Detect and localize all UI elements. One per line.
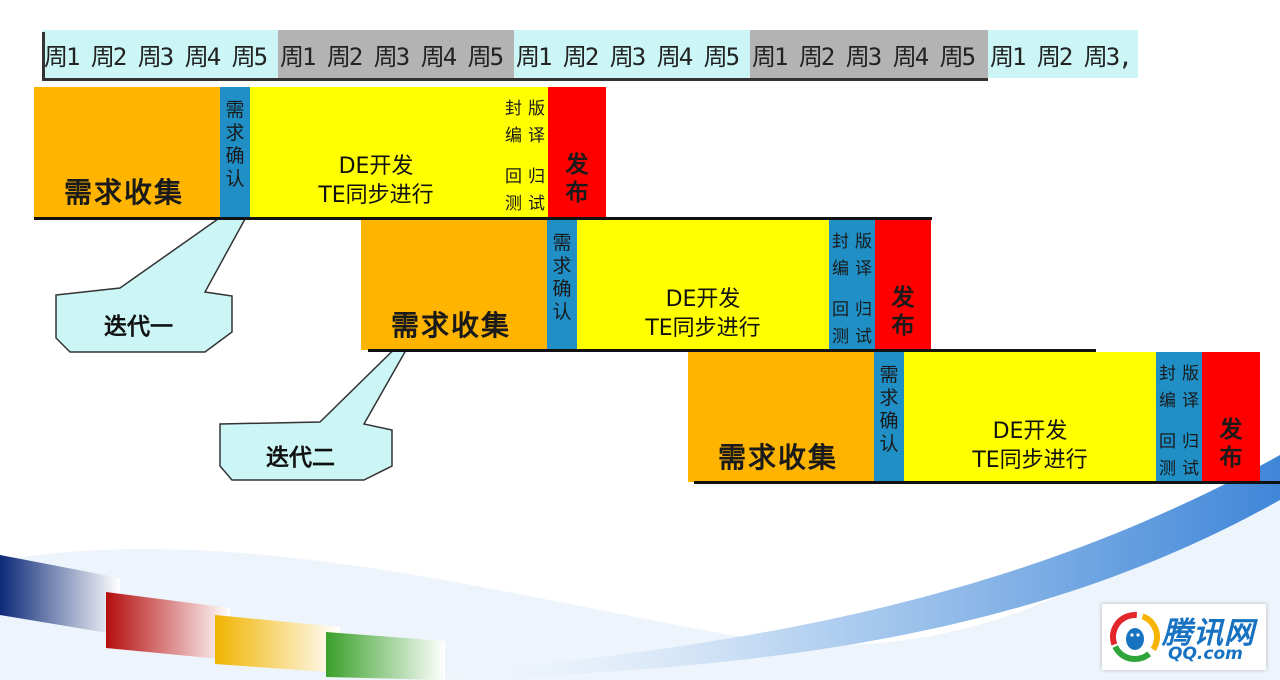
logo-domain: QQ.com: [1168, 644, 1243, 664]
tencent-logo: 腾讯网 QQ.com: [1102, 604, 1266, 670]
phase-seal-char: 编: [505, 126, 522, 146]
phase-confirm-char: 需: [552, 232, 572, 254]
phase-seal-char: 归: [855, 300, 872, 320]
phase-seal: 封 版 编 译 回 归 测 试: [829, 220, 875, 350]
phase-seal-char: 试: [855, 327, 872, 347]
phase-confirm-char: 确: [552, 278, 572, 300]
iteration-3-baseline: [694, 481, 1280, 484]
phase-confirm-char: 需: [879, 364, 899, 386]
phase-release-char: 布: [891, 313, 915, 339]
bar-yellow: [215, 615, 340, 673]
phase-seal-char: 回: [1159, 432, 1176, 452]
iteration-1-baseline: [34, 217, 932, 220]
phase-seal-char: 测: [832, 327, 849, 347]
phase-confirm-char: 认: [879, 433, 899, 455]
phase-confirm: 需 求 确 认: [220, 87, 250, 217]
bar-red: [106, 592, 230, 660]
phase-collect-label: 需求收集: [64, 176, 185, 209]
phase-confirm-char: 需: [225, 99, 245, 121]
logo-name: 腾讯网: [1162, 616, 1255, 651]
week-strip-left-tick: [42, 32, 45, 78]
callout-iteration-2: 迭代二: [266, 445, 335, 471]
week-strip-underline: [42, 78, 988, 81]
phase-confirm-char: 认: [552, 301, 572, 323]
phase-seal-char: 回: [505, 167, 522, 187]
phase-dev-line-1: DE开发: [338, 154, 414, 179]
phase-dev: DE开发 TE同步进行: [250, 87, 502, 217]
phase-seal-char: 归: [1182, 432, 1199, 452]
phase-seal-char: 译: [1182, 391, 1199, 411]
iteration-1: 需求收集 需 求 确 认 DE开发 TE同步进行 封 版 编 译 回 归 测 试…: [34, 87, 606, 217]
phase-release: 发 布: [1202, 352, 1260, 482]
phase-seal-char: 测: [1159, 459, 1176, 479]
phase-confirm-char: 确: [879, 410, 899, 432]
phase-seal: 封 版 编 译 回 归 测 试: [502, 87, 548, 217]
phase-collect-label: 需求收集: [391, 309, 512, 342]
phase-seal: 封 版 编 译 回 归 测 试: [1156, 352, 1202, 482]
phase-release-label: 发 布: [875, 284, 931, 340]
phase-release-char: 发: [1219, 417, 1243, 443]
phase-release: 发 布: [548, 87, 606, 217]
week-segment: 周1 周2 周3 周4 周5: [750, 30, 988, 78]
phase-seal-char: 试: [528, 194, 545, 214]
phase-confirm-char: 确: [225, 145, 245, 167]
phase-confirm: 需 求 确 认: [547, 220, 577, 350]
phase-collect-label: 需求收集: [718, 441, 839, 474]
phase-release-char: 布: [1219, 445, 1243, 471]
phase-confirm-char: 求: [879, 387, 899, 409]
phase-collect: 需求收集: [688, 352, 874, 482]
phase-seal-char: 版: [1182, 364, 1199, 384]
callout-bubble-2: [219, 321, 423, 481]
iteration-2: 需求收集 需 求 确 认 DE开发 TE同步进行 封 版 编 译 回 归 测 试…: [361, 220, 931, 350]
phase-seal-char: 试: [1182, 459, 1199, 479]
phase-dev-line-2: TE同步进行: [318, 183, 434, 208]
week-segment: 周1 周2 周3 周4 周5: [278, 30, 514, 78]
phase-seal-char: 封: [1159, 364, 1176, 384]
phase-confirm: 需 求 确 认: [874, 352, 904, 482]
phase-dev-line-1: DE开发: [992, 419, 1068, 444]
phase-dev-line-2: TE同步进行: [972, 448, 1088, 473]
phase-seal-char: 译: [528, 126, 545, 146]
phase-seal-char: 译: [855, 259, 872, 279]
phase-seal-char: 封: [832, 232, 849, 252]
phase-seal-char: 归: [528, 167, 545, 187]
week-segment: 周1 周2 周3 周4 周5: [42, 30, 278, 78]
callout-bubble-1: [55, 187, 263, 353]
phase-release-char: 布: [565, 180, 589, 206]
bar-navy: [0, 555, 120, 635]
week-segment: 周1 周2 周3 周4 周5: [514, 30, 750, 78]
phase-seal-char: 编: [832, 259, 849, 279]
phase-release-char: 发: [891, 285, 915, 311]
phase-release-label: 发 布: [1202, 416, 1260, 472]
phase-seal-char: 编: [1159, 391, 1176, 411]
phase-dev: DE开发 TE同步进行: [904, 352, 1156, 482]
phase-release: 发 布: [875, 220, 931, 350]
phase-collect: 需求收集: [34, 87, 220, 217]
phase-confirm-char: 认: [225, 168, 245, 190]
phase-confirm-char: 求: [552, 255, 572, 277]
bar-green: [326, 632, 445, 680]
phase-seal-char: 版: [855, 232, 872, 252]
week-strip: 周1 周2 周3 周4 周5 周1 周2 周3 周4 周5 周1 周2 周3 周…: [42, 30, 1138, 78]
week-segment: 周1 周2 周3,: [988, 30, 1138, 78]
phase-release-char: 发: [565, 152, 589, 178]
iteration-2-baseline: [368, 349, 1096, 352]
phase-seal-char: 版: [528, 99, 545, 119]
phase-collect: 需求收集: [361, 220, 547, 350]
phase-release-label: 发 布: [548, 151, 606, 207]
phase-seal-char: 回: [832, 300, 849, 320]
phase-seal-char: 封: [505, 99, 522, 119]
bg-swoosh-blue: [380, 455, 1280, 680]
callout-iteration-1: 迭代一: [104, 314, 173, 340]
phase-dev: DE开发 TE同步进行: [577, 220, 829, 350]
phase-dev-line-1: DE开发: [665, 287, 741, 312]
iteration-3: 需求收集 需 求 确 认 DE开发 TE同步进行 封 版 编 译 回 归 测 试…: [688, 352, 1260, 482]
phase-seal-char: 测: [505, 194, 522, 214]
qq-penguin-icon: [1110, 612, 1160, 662]
phase-confirm-char: 求: [225, 122, 245, 144]
phase-dev-line-2: TE同步进行: [645, 316, 761, 341]
